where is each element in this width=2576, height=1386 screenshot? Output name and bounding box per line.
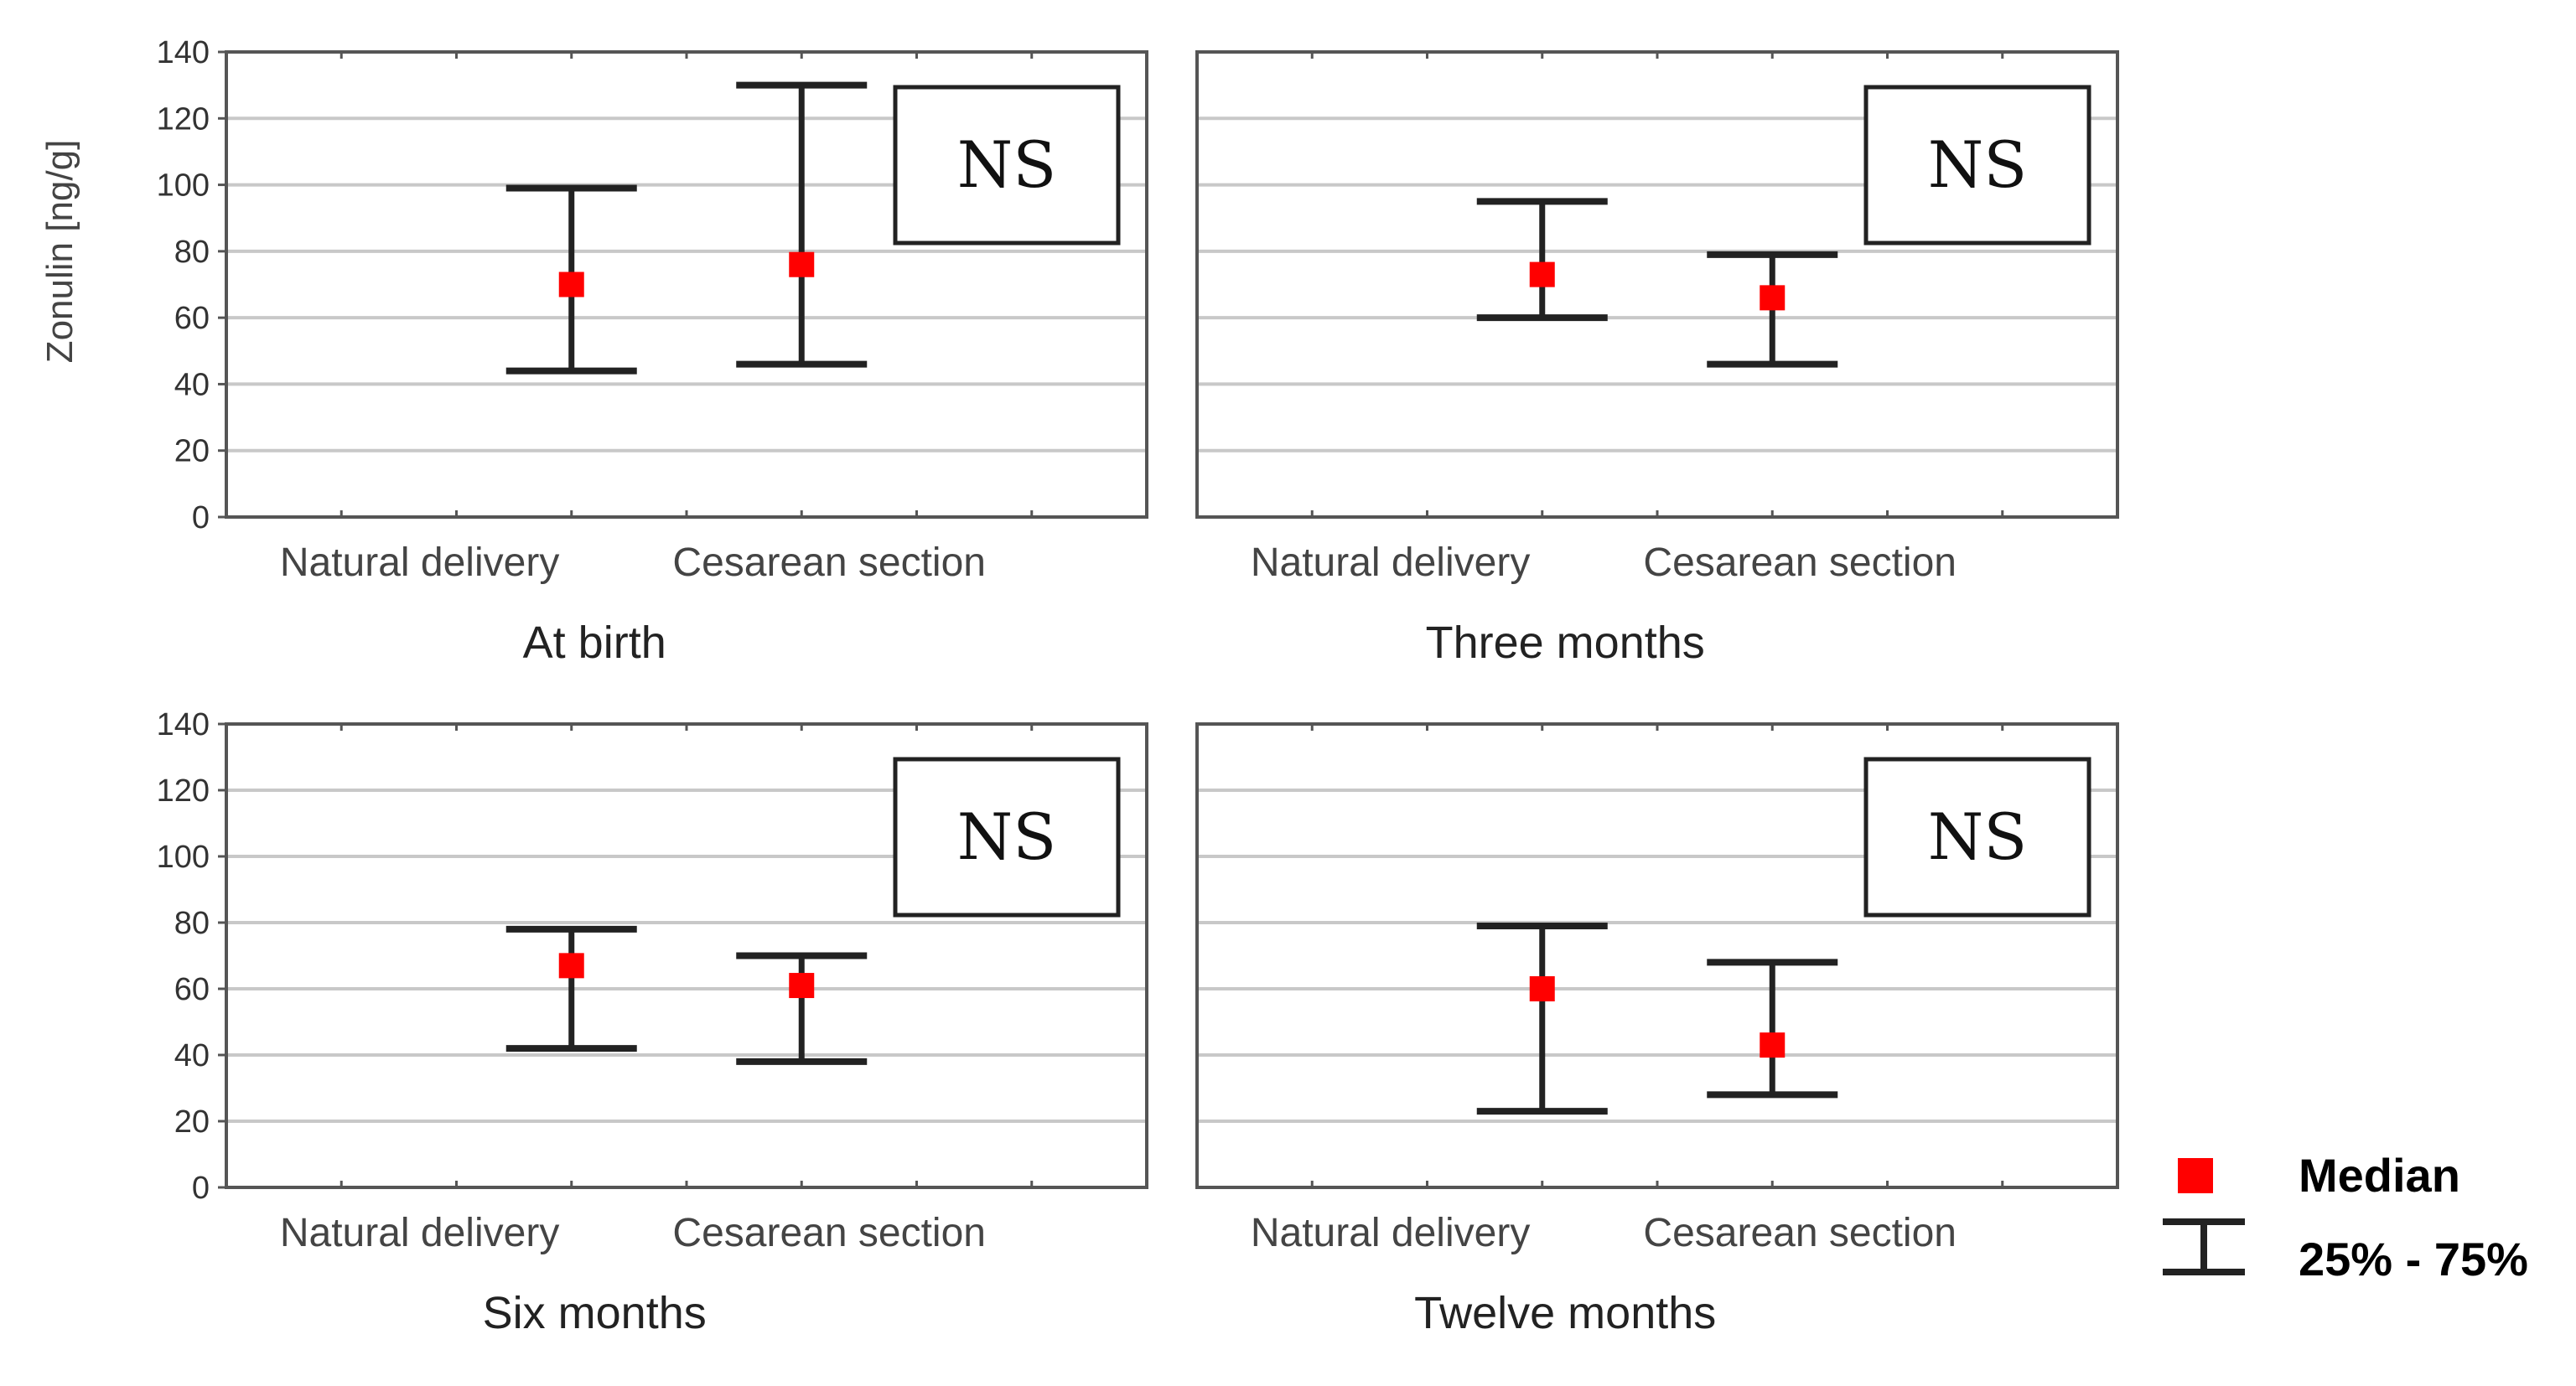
ns-annotation-box bbox=[893, 757, 1121, 918]
y-tick-label: 80 bbox=[174, 906, 210, 941]
panel-title: Twelve months bbox=[1414, 1288, 1716, 1338]
ns-annotation-box bbox=[893, 85, 1121, 246]
median-marker bbox=[789, 973, 815, 999]
y-tick-label: 20 bbox=[174, 434, 210, 469]
category-label: Cesarean section bbox=[672, 540, 986, 585]
ns-annotation-label: NS bbox=[957, 799, 1057, 874]
legend: Median 25% - 75% bbox=[2163, 1149, 2528, 1285]
median-marker bbox=[789, 251, 815, 277]
legend-range-label: 25% - 75% bbox=[2299, 1233, 2528, 1285]
median-marker bbox=[1760, 285, 1786, 311]
y-tick-label: 100 bbox=[157, 168, 210, 204]
y-tick-label: 60 bbox=[174, 301, 210, 336]
ns-annotation-box bbox=[1863, 757, 2091, 918]
y-tick-label: 60 bbox=[174, 972, 210, 1007]
median-marker bbox=[1529, 976, 1555, 1001]
legend-median-label: Median bbox=[2299, 1149, 2460, 1202]
y-tick-label: 40 bbox=[174, 367, 210, 402]
median-marker bbox=[1760, 1032, 1786, 1058]
y-axis-label: Zonulin [ng/g] bbox=[39, 140, 80, 364]
y-tick-label: 20 bbox=[174, 1104, 210, 1140]
y-tick-label: 100 bbox=[157, 840, 210, 875]
y-tick-label: 80 bbox=[174, 235, 210, 270]
y-tick-label: 120 bbox=[157, 773, 210, 809]
y-tick-label: 0 bbox=[192, 1171, 210, 1206]
category-label: Natural delivery bbox=[280, 540, 559, 585]
category-label: Natural delivery bbox=[280, 1211, 559, 1255]
panel-title: At birth bbox=[523, 618, 666, 668]
category-label: Natural delivery bbox=[1251, 1211, 1530, 1255]
y-tick-label: 140 bbox=[157, 35, 210, 70]
ns-annotation-label: NS bbox=[1928, 799, 2028, 874]
category-label: Cesarean section bbox=[1643, 1211, 1957, 1255]
ns-annotation-label: NS bbox=[957, 127, 1057, 202]
y-tick-label: 0 bbox=[192, 500, 210, 535]
legend-median-marker bbox=[2178, 1158, 2213, 1193]
median-marker bbox=[558, 272, 584, 297]
ns-annotation-label: NS bbox=[1928, 127, 2028, 202]
category-label: Cesarean section bbox=[672, 1211, 986, 1255]
median-marker bbox=[558, 953, 584, 979]
ns-annotation-box bbox=[1863, 85, 2091, 246]
y-tick-label: 140 bbox=[157, 707, 210, 742]
category-label: Cesarean section bbox=[1643, 540, 1957, 585]
panel-title: Six months bbox=[483, 1288, 707, 1338]
median-marker bbox=[1529, 261, 1555, 287]
panel-title: Three months bbox=[1426, 618, 1705, 668]
y-tick-label: 40 bbox=[174, 1038, 210, 1073]
y-tick-label: 120 bbox=[157, 101, 210, 137]
category-label: Natural delivery bbox=[1251, 540, 1530, 585]
